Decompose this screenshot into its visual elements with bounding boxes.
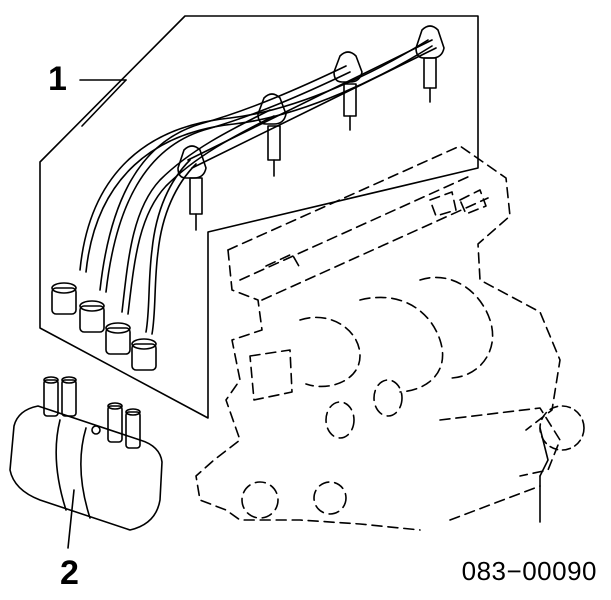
ignition-wire-3: [121, 109, 275, 315]
coil-terminal-boot-2: [79, 300, 105, 333]
ignition-wire-2: [99, 65, 351, 293]
leader-line-2: [67, 489, 75, 549]
spark-plug-boot-3: [257, 93, 287, 177]
ignition-wire-4: [145, 159, 197, 335]
engine-pulley: [539, 405, 585, 523]
ignition-wire-1: [79, 39, 433, 273]
engine-base-line: [449, 485, 541, 521]
ignition-wire-set-panel: [39, 15, 479, 419]
leader-line-1: [79, 79, 127, 127]
coil-terminal-boot-1: [51, 282, 77, 315]
engine-block-outline: [195, 145, 561, 531]
ignition-coil-pack: [9, 376, 163, 531]
callout-label-2: 2: [60, 554, 79, 592]
coil-terminal-boot-3: [105, 322, 131, 355]
spark-plug-boot-1: [415, 25, 445, 103]
spark-plug-boot-4: [177, 145, 207, 231]
callout-label-1: 1: [48, 60, 67, 98]
coil-terminal-boot-4: [131, 338, 157, 371]
part-code-label: 083−00090: [461, 556, 597, 586]
